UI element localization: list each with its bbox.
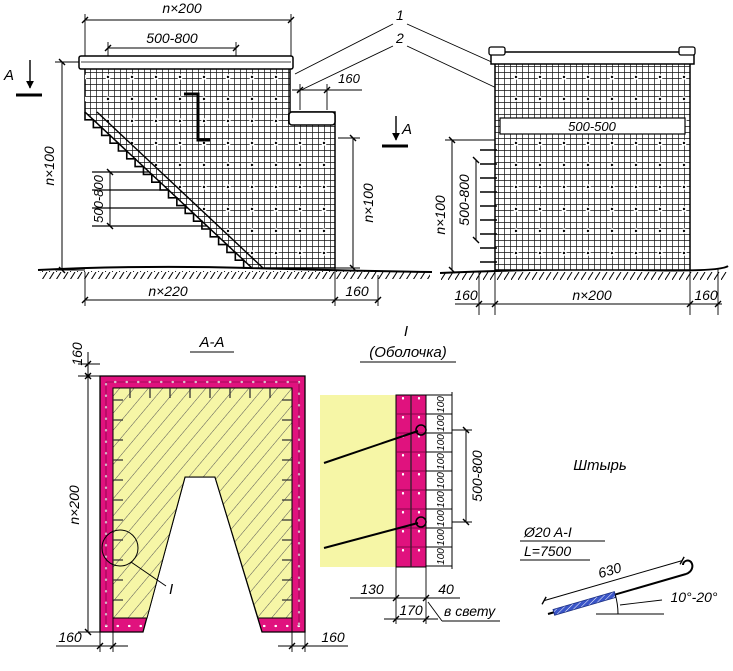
dimension-right-height: n×100 [335,134,376,272]
section-title: A-A [198,334,224,351]
anchor-hook-lower [415,516,427,528]
callouts: 1 2 [294,7,506,93]
anchor-hook-upper [415,424,427,436]
dim-label: 500-800 [456,174,472,226]
dim-label: 160 [69,342,85,366]
dim-label: 500-800 [91,174,106,222]
dim-label: 160 [58,629,82,645]
spacing-label: 100 [436,510,447,527]
detail-shell: I (Оболочка) 100 100 100 100 100 100 100… [320,323,500,624]
spacing-label: 100 [436,434,447,451]
callout-1: 1 [396,7,404,23]
detail-callout-leader [130,561,167,587]
section-mark-right: A [382,116,412,148]
dimension-top-offset: 160 [69,342,100,388]
pin-angle: 10°-20° [596,589,718,615]
spacing-label: 100 [436,491,447,508]
dim-label: 630 [596,559,623,581]
dimension-shell-thickness: 130 40 170 в свету [350,567,500,624]
slope-inner-line [96,111,264,269]
dim-label: 160 [345,283,369,299]
detail-subtitle: (Оболочка) [369,344,446,361]
dimension-pin-spacing: 500-800 [452,426,485,526]
section-letter: A [401,121,412,138]
callout-2: 2 [395,30,404,46]
dimension-left-height: n×100 [41,58,85,274]
dim-label: 170 [399,602,423,618]
anchor-rod-lower [323,522,419,549]
section-letter: A [3,67,14,84]
dimension-step: 160 [292,71,362,110]
dimension-top-total: n×200 [81,0,295,56]
dim-label: n×100 [360,183,376,223]
gabion-wall-anchor-dots [495,62,690,270]
angle-label: 10°-20° [670,589,717,605]
dimension-bottom-total: n×220 160 [81,268,382,306]
gabion-wall-anchor-dots [85,68,335,268]
dim-label: n×220 [148,283,188,299]
section-a-a: A-A 160 n×200 160 160 [56,334,348,652]
band-label: 500-500 [568,119,616,134]
wall-cap [490,51,695,65]
spacing-label: 100 [436,472,447,489]
dim-label: 160 [338,71,360,86]
fill-core [320,395,396,567]
dim-label: n×100 [41,146,57,186]
ground-hatch [440,272,728,280]
spacing-label: 100 [436,548,447,565]
pin-detail: Штырь Ø20 A-I L=7500 630 10°-20° [520,457,718,616]
dim-label: 40 [438,581,454,597]
horizontal-band [499,117,686,135]
pin-spec: Ø20 A-I [523,524,572,540]
pin-title: Штырь [573,457,627,474]
pin-length: L=7500 [524,543,571,559]
section-break-mark [184,92,210,142]
ground-hatch [40,271,430,279]
dim-label: 160 [694,287,718,303]
clear-label: в свету [444,603,496,619]
dimension-inner-spacing: 500-800 [456,156,480,244]
dim-label: n×200 [66,485,82,525]
dim-label: 500-800 [469,450,485,502]
dim-label: n×200 [162,0,202,16]
spacing-label: 100 [436,529,447,546]
callout-leaders [294,23,506,93]
pin-hook [682,559,694,575]
anchor-rod-upper [323,430,419,464]
dim-label: 130 [360,581,384,597]
dimension-bottom: 160 160 [56,618,348,652]
front-elevation: n×200 500-800 n×100 500-800 n×100 [3,0,433,306]
detail-title: I [404,323,408,340]
side-elevation: 500-500 n×100 500-800 160 n×200 160 [432,46,729,315]
step-cap [288,111,336,126]
spacing-label: 100 [436,453,447,470]
dim-label: 160 [454,287,478,303]
spacing-label: 100 [436,415,447,432]
shell-mesh-line [105,381,300,626]
fill-core [112,387,293,619]
dimension-height: n×200 [66,372,100,636]
dim-label: n×100 [432,195,448,235]
wall-cap-end-right [678,46,696,56]
pin-rows [92,171,207,227]
section-mark-left: A [3,60,42,97]
dimension-left-height: n×100 [432,136,495,274]
spacing-dimensions: 100 100 100 100 100 100 100 100 100 [426,392,453,569]
dim-label: 500-800 [146,30,198,46]
spacing-label: 100 [436,396,447,413]
dimension-top-inner: 500-800 [104,30,240,56]
dimension-bottom: 160 n×200 160 [454,268,722,315]
dim-label: 160 [321,629,345,645]
wall-cap [78,55,294,70]
anchor-pins [113,388,292,601]
detail-callout-circle [101,529,139,567]
dimension-pin-length: 630 [541,556,685,605]
wall-cap-end-left [488,46,506,56]
dimension-inner-spacing: 500-800 [91,168,114,230]
dim-label: n×200 [572,287,612,303]
detail-callout-label: I [169,581,173,598]
pin-rows [480,149,497,263]
